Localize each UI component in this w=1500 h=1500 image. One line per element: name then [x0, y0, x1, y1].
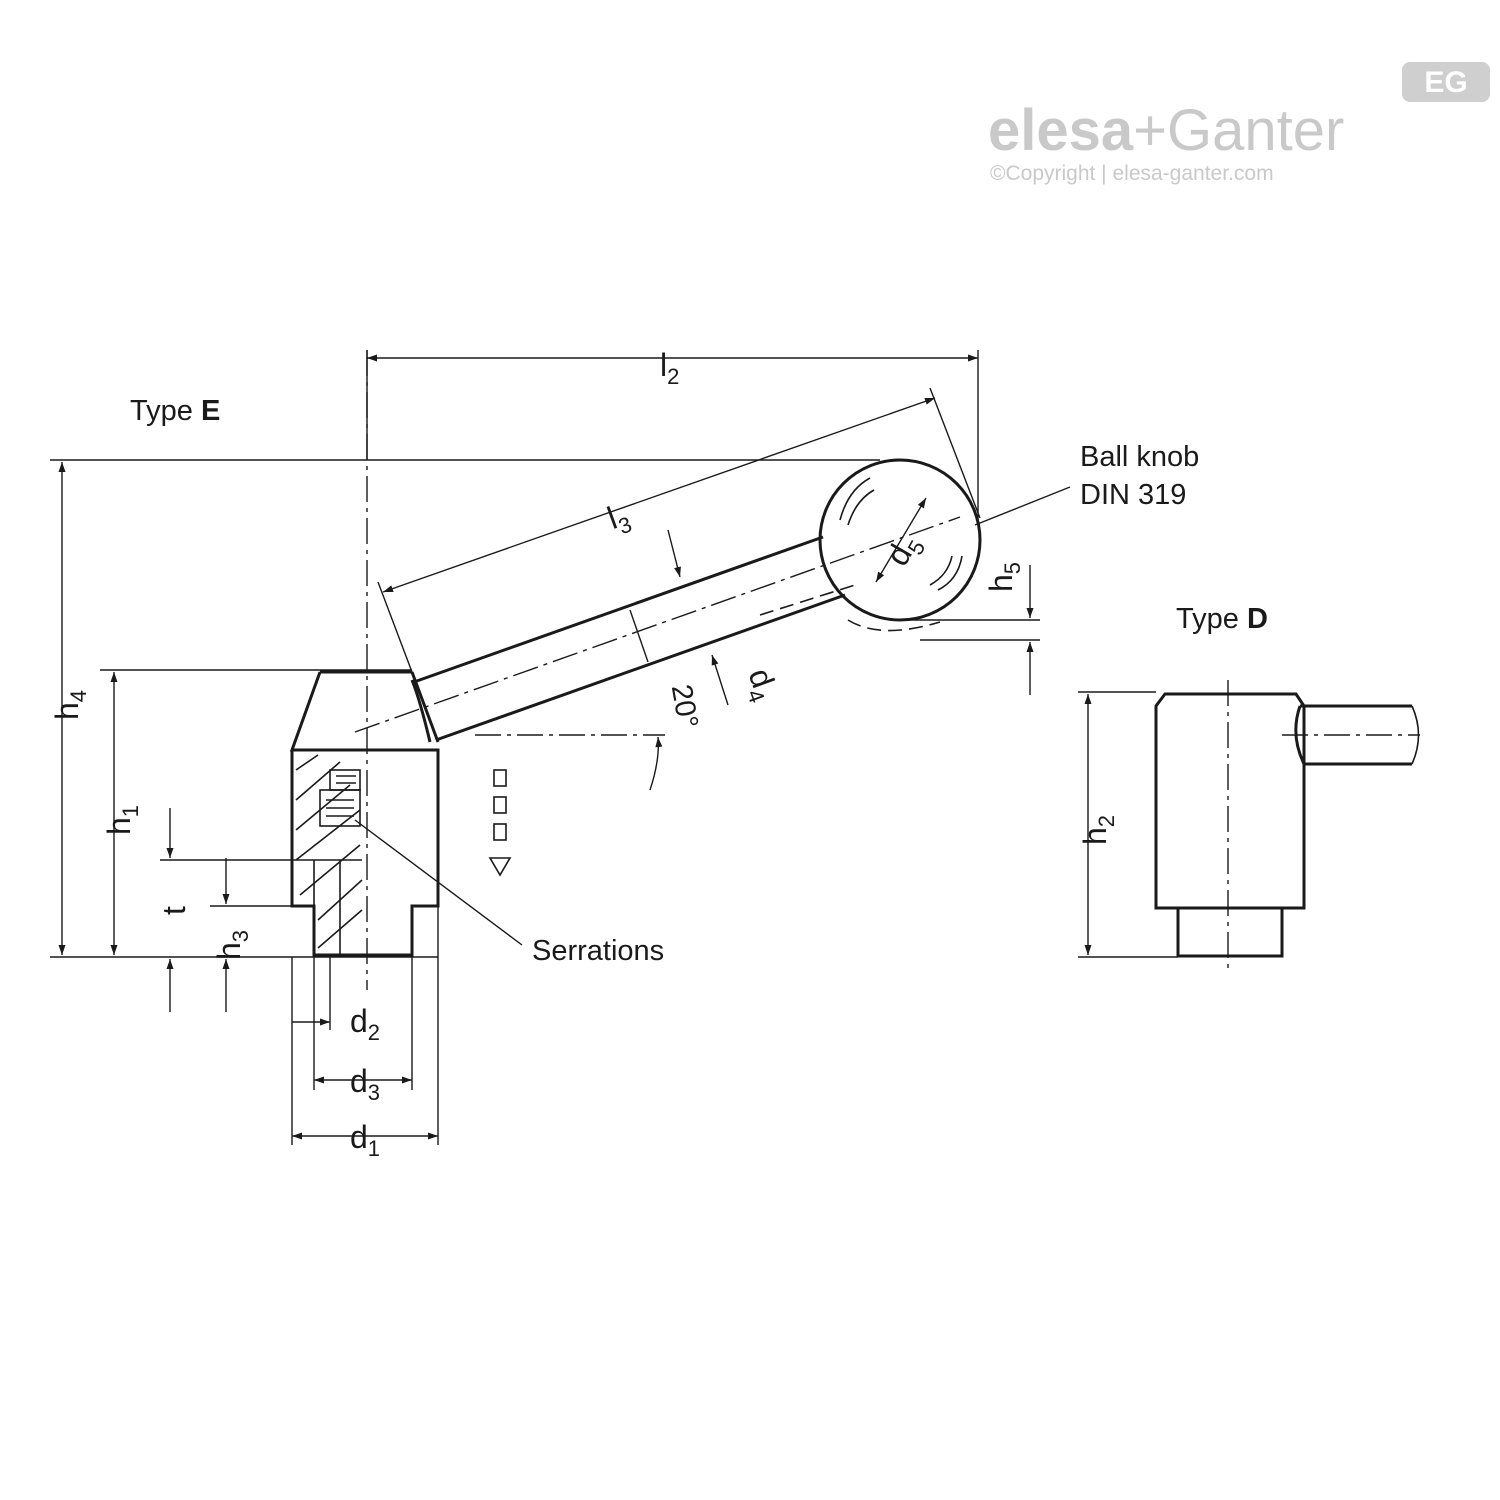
type-d-hub: [1154, 692, 1306, 910]
dim-angle-arc: [649, 736, 663, 791]
label-h4: h4: [49, 690, 91, 720]
svg-text:elesa+Ganter: elesa+Ganter: [988, 98, 1344, 163]
label-angle: 20°: [665, 682, 704, 731]
brand-copyright: ©Copyright | elesa-ganter.com: [990, 162, 1274, 185]
serrations-leader: [354, 819, 523, 946]
brand-name-elesa: elesa: [988, 98, 1134, 163]
label-h5: h5: [983, 562, 1025, 592]
label-d3: d3: [350, 1063, 380, 1105]
type-d-title: Type D: [1176, 603, 1268, 635]
eg-badge-icon: [1402, 62, 1490, 102]
label-h1: h1: [101, 805, 143, 835]
eg-badge-text: EG: [1424, 66, 1467, 99]
label-h2: h2: [1077, 815, 1119, 845]
dim-l3-line: [382, 397, 936, 593]
hub-section-hatch: [295, 754, 363, 955]
brand-plus: +: [1133, 98, 1167, 163]
type-d-spigot: [1176, 906, 1284, 958]
label-l3: l3: [603, 496, 636, 542]
ball-knob-callout: Ball knob DIN 319: [1080, 441, 1207, 511]
dim-d5-line: [875, 497, 927, 583]
hub-body: [289, 670, 440, 957]
ball-knob-leader: [974, 486, 1071, 526]
press-direction-icon: [488, 769, 512, 877]
label-d2: d2: [350, 1003, 380, 1045]
label-d1: d1: [350, 1119, 380, 1161]
brand-logo: EG elesa+Ganter ©Copyright | elesa-gante…: [988, 62, 1490, 185]
label-h3: h3: [211, 930, 253, 960]
label-d4: d4: [736, 664, 786, 707]
type-d-view: Type D h2: [1077, 603, 1420, 972]
type-e-view: Type E: [49, 347, 1207, 1161]
type-e-title: Type E: [130, 395, 220, 427]
type-d-arm: [1294, 704, 1412, 766]
dim-d4-ext: [629, 609, 649, 663]
ball-knob: [818, 458, 982, 622]
label-l2: l2: [660, 347, 679, 389]
dim-d4-arrow-b: [711, 654, 729, 706]
serrations-callout: Serrations: [532, 935, 664, 967]
label-t: t: [156, 906, 192, 915]
brand-name-ganter: Ganter: [1167, 98, 1344, 163]
dim-d4-arrow-a: [667, 529, 681, 578]
